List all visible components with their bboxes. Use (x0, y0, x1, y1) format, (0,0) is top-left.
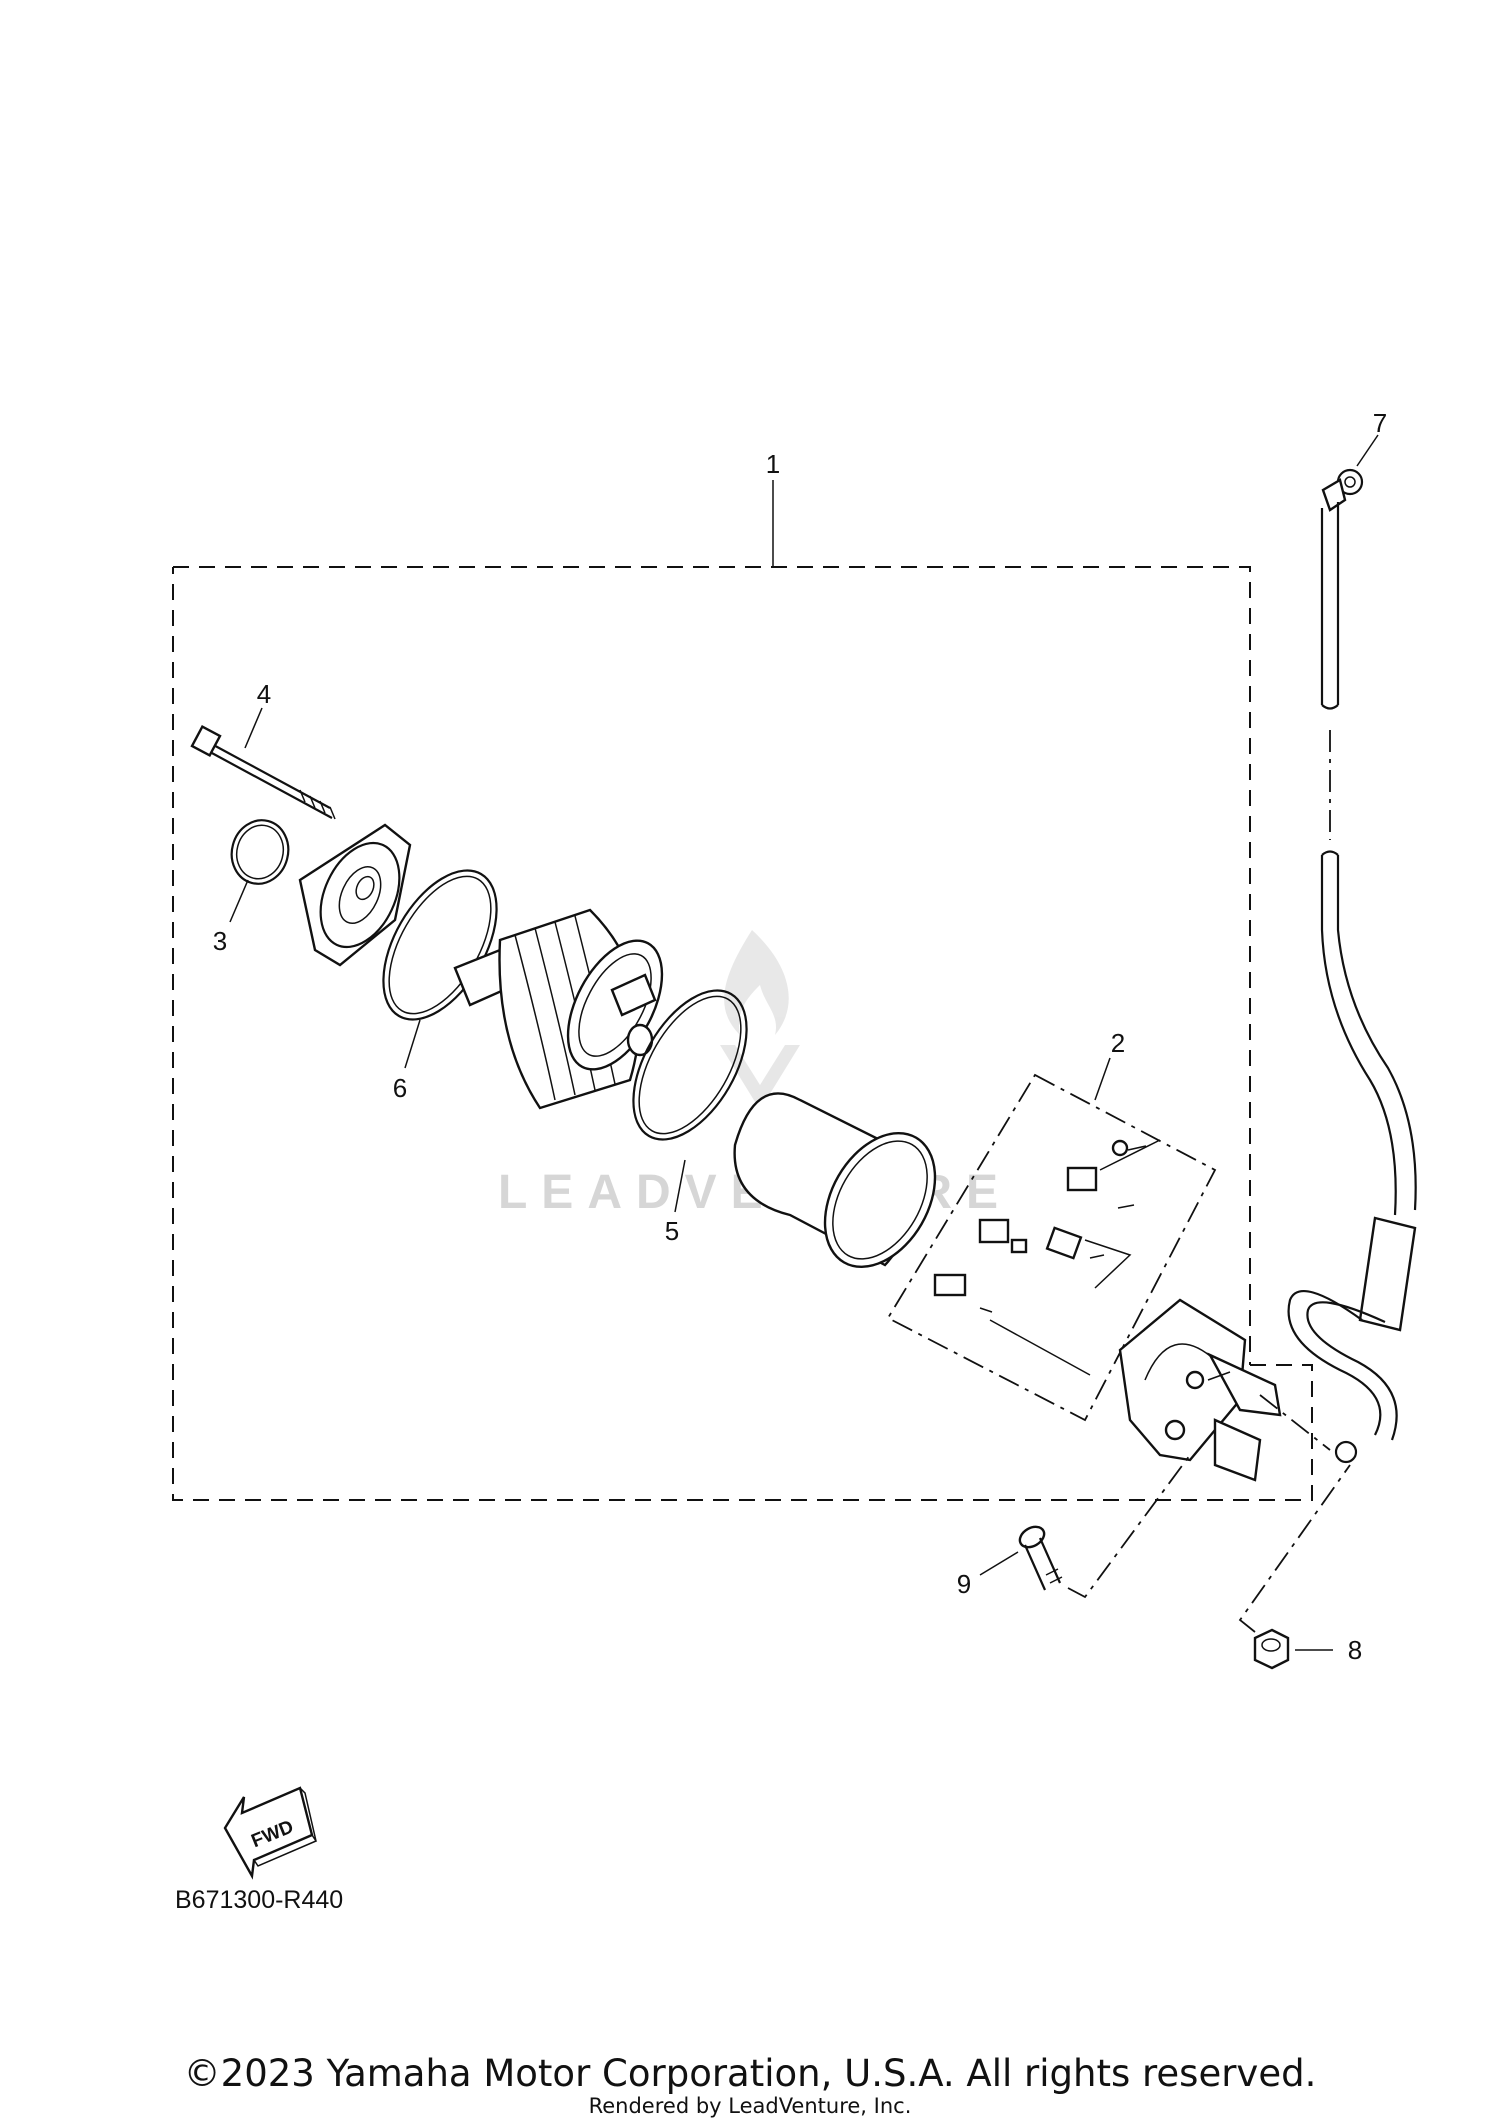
o-ring-5 (632, 989, 748, 1141)
callout-4: 4 (257, 679, 271, 709)
through-bolt-4 (190, 724, 336, 820)
lead-wire-7 (1287, 468, 1417, 1464)
callout-3: 3 (213, 926, 227, 956)
fwd-arrow-icon (223, 1786, 318, 1880)
callout-9: 9 (957, 1569, 971, 1599)
callout-2: 2 (1111, 1028, 1125, 1058)
bolt-9 (1018, 1525, 1063, 1591)
callout-6: 6 (393, 1073, 407, 1103)
assembly-boundary-1 (172, 566, 1313, 1501)
callout-5: 5 (665, 1216, 679, 1246)
copyright-notice: ©2023 Yamaha Motor Corporation, U.S.A. A… (183, 2052, 1317, 2095)
armature (453, 908, 664, 1110)
callout-1: 1 (766, 449, 780, 479)
yoke (733, 1092, 937, 1269)
callout-7: 7 (1373, 408, 1387, 438)
rendered-by-notice: Rendered by LeadVenture, Inc. (588, 2094, 912, 2118)
brush-assembly-boundary-2 (886, 1073, 1217, 1422)
callout-8: 8 (1348, 1635, 1362, 1665)
nut-8 (1253, 1628, 1290, 1670)
brush-parts (933, 1139, 1161, 1376)
rear-cover (1118, 1298, 1282, 1482)
diagram-code: B671300-R440 (175, 1886, 343, 1914)
front-cover (298, 823, 412, 967)
o-ring-3 (230, 819, 290, 885)
